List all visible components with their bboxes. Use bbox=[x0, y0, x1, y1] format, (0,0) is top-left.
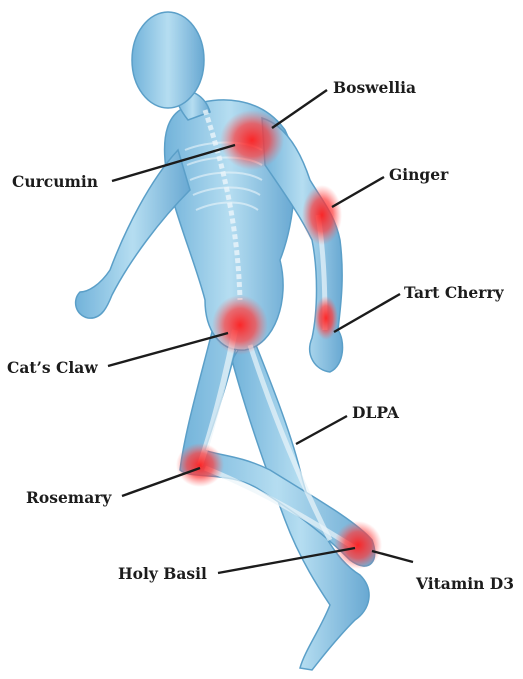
leader-ginger bbox=[332, 177, 384, 207]
elbow-highlight bbox=[302, 185, 342, 245]
label-dlpa: DLPA bbox=[352, 405, 399, 421]
label-boswellia: Boswellia bbox=[333, 80, 416, 96]
hip-highlight bbox=[212, 295, 268, 355]
leader-dlpa bbox=[296, 416, 347, 444]
label-cats-claw: Cat’s Claw bbox=[7, 360, 98, 376]
ankle-highlight bbox=[334, 521, 382, 569]
leader-tart-cherry bbox=[334, 294, 400, 332]
label-ginger: Ginger bbox=[389, 167, 448, 183]
head bbox=[132, 12, 204, 108]
wrist-highlight bbox=[314, 296, 338, 340]
label-vitamin-d3: Vitamin D3 bbox=[416, 576, 514, 592]
knee-highlight bbox=[176, 443, 224, 487]
shoulder-highlight bbox=[220, 110, 284, 170]
label-tart-cherry: Tart Cherry bbox=[404, 285, 504, 301]
label-rosemary: Rosemary bbox=[26, 490, 111, 506]
leader-boswellia bbox=[272, 90, 327, 128]
label-holy-basil: Holy Basil bbox=[118, 566, 207, 582]
label-curcumin: Curcumin bbox=[12, 174, 98, 190]
